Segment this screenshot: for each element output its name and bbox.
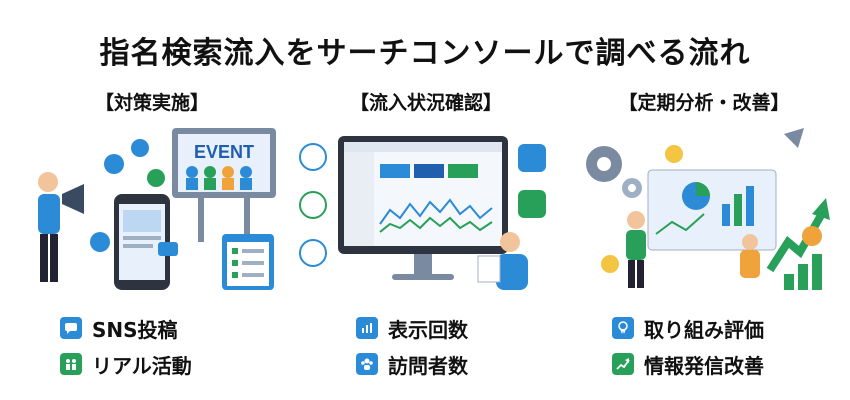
section-analysis: 【定期分析・改善】: [574, 88, 834, 294]
analysis-illustration: [574, 124, 834, 294]
traffic-list: 表示回数 訪問者数: [356, 313, 468, 385]
billboard-text: EVENT: [194, 142, 254, 162]
item-label: 情報発信改善: [644, 353, 764, 378]
section-traffic-check: 【流入状況確認】: [296, 88, 556, 294]
list-item: リアル活動: [60, 349, 192, 379]
users-icon: [356, 353, 378, 375]
item-label: 表示回数: [388, 317, 468, 342]
item-label: 取り組み評価: [644, 317, 764, 342]
analysis-list: 取り組み評価 情報発信改善: [612, 313, 764, 385]
section-heading: 【対策実施】: [94, 92, 209, 114]
marketing-illustration: EVENT: [38, 128, 276, 290]
chat-icon: [60, 317, 82, 339]
measures-illustration: EVENT: [22, 124, 282, 294]
list-item: 表示回数: [356, 313, 468, 343]
trend-up-icon: [612, 353, 634, 375]
people-icon: [60, 353, 82, 375]
bar-chart-icon: [356, 317, 378, 339]
item-label: リアル活動: [92, 353, 192, 378]
item-label: SNS投稿: [92, 317, 178, 342]
list-item: 訪問者数: [356, 349, 468, 379]
section-heading: 【流入状況確認】: [349, 92, 502, 114]
measures-list: SNS投稿 リアル活動: [60, 313, 192, 385]
analytics-illustration: [586, 128, 830, 290]
item-label: 訪問者数: [388, 353, 468, 378]
list-item: SNS投稿: [60, 313, 192, 343]
list-item: 取り組み評価: [612, 313, 764, 343]
section-measures: 【対策実施】 EVENT: [22, 88, 282, 294]
page-title: 指名検索流入をサーチコンソールで調べる流れ: [99, 36, 751, 71]
section-heading: 【定期分析・改善】: [618, 92, 790, 114]
list-item: 情報発信改善: [612, 349, 764, 379]
traffic-illustration: [296, 124, 556, 294]
search-console-illustration: [299, 136, 546, 290]
award-icon: [612, 317, 634, 339]
